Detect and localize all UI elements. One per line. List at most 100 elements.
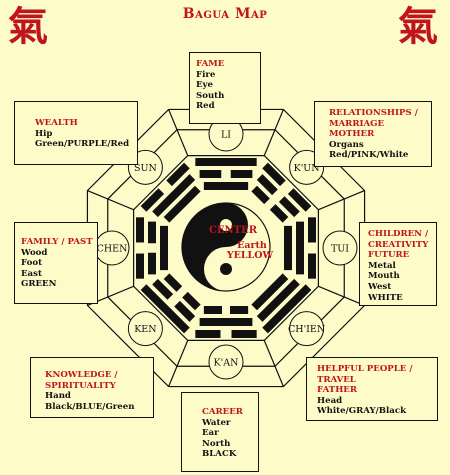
career-heading: CAREER (202, 407, 243, 417)
relationships-heading: RELATIONSHIPS / (329, 108, 418, 118)
trigram-name-label: CHEN (97, 244, 128, 255)
fame-box: FAME Fire Eye South Red (189, 52, 261, 124)
trigram (136, 217, 168, 279)
octagon-divider (318, 190, 365, 211)
relationships-line: Organs (329, 139, 364, 150)
trigram-bar (140, 284, 190, 334)
fame-heading: FAME (196, 59, 225, 69)
knowledge-heading: KNOWLEDGE / (45, 370, 118, 380)
wealth-box: WEALTH Hip Green/PURPLE/Red (14, 101, 138, 165)
trigram-name: KEN (127, 311, 163, 347)
trigram-bar (278, 196, 300, 218)
trigram-bar (231, 330, 257, 338)
helpful-people-box: HELPFUL PEOPLE / TRAVEL FATHER Head Whit… (306, 357, 438, 421)
trigram-symbols (136, 158, 316, 338)
trigram-name-circle (208, 344, 244, 380)
trigram-name: CHEN (94, 230, 130, 266)
helpful-people-line: White/GRAY/Black (317, 406, 407, 417)
page-title: Bagua Map (182, 6, 268, 22)
trigram-bar (269, 204, 289, 223)
yin-yang-symbol (181, 202, 271, 292)
yin-yang-dot (220, 219, 232, 231)
trigram-name: TUI (322, 230, 358, 266)
children-line: WHITE (368, 292, 403, 303)
trigram-bar (296, 221, 304, 275)
trigram-bar (148, 221, 156, 244)
trigram-bar (230, 170, 253, 178)
trigram-name: CH'IEN (288, 311, 325, 347)
knowledge-heading: SPIRITUALITY (45, 380, 116, 391)
trigram-bar (148, 252, 156, 275)
family-line: East (21, 268, 42, 279)
center-labels: CENTER Earth YELLOW (209, 225, 274, 261)
trigram-bar (262, 162, 286, 187)
children-heading: CHILDREN / (368, 229, 429, 239)
trigram-name-label: LI (221, 130, 231, 141)
trigram (251, 162, 312, 223)
family-line: Wood (21, 247, 48, 258)
trigram-bar (199, 170, 222, 178)
trigram-name-label: CH'IEN (288, 324, 325, 335)
trigram-bar (152, 174, 196, 218)
trigram-bar (287, 188, 312, 212)
wealth-line: Green/PURPLE/Red (35, 139, 130, 150)
trigram-name-label: TUI (331, 244, 349, 255)
trigram-bar (166, 162, 190, 187)
children-line: Metal (368, 260, 396, 271)
trigram-bar (140, 188, 165, 212)
trigram-bar (308, 253, 316, 279)
trigram-name-label: SUN (134, 163, 157, 174)
trigram-bar (262, 284, 312, 334)
trigram-name-label: KEN (134, 324, 156, 335)
children-heading: CREATIVITY (368, 239, 429, 250)
relationships-heading: MOTHER (329, 129, 375, 140)
trigram-bar (251, 185, 270, 205)
trigram-bar (174, 300, 196, 322)
yin-yang-dot (220, 263, 232, 275)
children-line: West (368, 281, 392, 292)
trigram-bar (136, 253, 144, 279)
trigram-bar (256, 278, 300, 322)
career-line: North (202, 438, 231, 449)
wealth-line: Hip (35, 128, 53, 139)
knowledge-line: Hand (45, 391, 71, 402)
trigram-name-label: K'UN (294, 163, 320, 174)
trigram-name-label: K'AN (214, 358, 239, 369)
helpful-people-heading: HELPFUL PEOPLE / (317, 364, 413, 374)
trigram-bar (203, 306, 223, 314)
trigram (251, 273, 312, 334)
trigram-bar (152, 278, 174, 300)
trigram-bar (229, 306, 249, 314)
helpful-people-heading: TRAVEL (317, 374, 356, 385)
career-line: Ear (202, 428, 219, 439)
trigram-bar (256, 174, 278, 196)
relationships-line: Red/PINK/White (329, 150, 409, 161)
trigram-bar (199, 318, 253, 326)
fame-line: Red (196, 101, 215, 112)
octagon-divider (168, 109, 189, 156)
family-line: Foot (21, 258, 43, 269)
octagon-divider (263, 109, 284, 156)
family-box: FAMILY / PAST Wood Foot East GREEN (14, 222, 98, 304)
qi-glyph-left: 氣 (8, 3, 48, 50)
career-box: CAREER Water Ear North BLACK (181, 392, 259, 472)
fame-line: South (196, 90, 225, 101)
octagon-divider (263, 340, 284, 387)
wealth-heading: WEALTH (35, 118, 78, 128)
octagon-divider (168, 340, 189, 387)
trigram (140, 273, 201, 334)
trigram-bar (136, 217, 144, 243)
children-line: Mouth (368, 271, 400, 282)
octagon-divider (87, 190, 134, 211)
trigram-bar (160, 225, 168, 271)
trigram-name-circle (289, 311, 325, 347)
trigram-bar (284, 225, 292, 271)
fame-line: Eye (196, 80, 214, 91)
knowledge-box: KNOWLEDGE / SPIRITUALITY Hand Black/BLUE… (30, 357, 154, 418)
trigram-labels: LI K'UN TUI CH'IEN K'AN KEN CHEN SUN (94, 116, 358, 380)
trigram-bar (251, 273, 289, 311)
trigram-name-circle (322, 230, 358, 266)
trigram-bar (163, 273, 183, 292)
trigram-bar (308, 217, 316, 243)
